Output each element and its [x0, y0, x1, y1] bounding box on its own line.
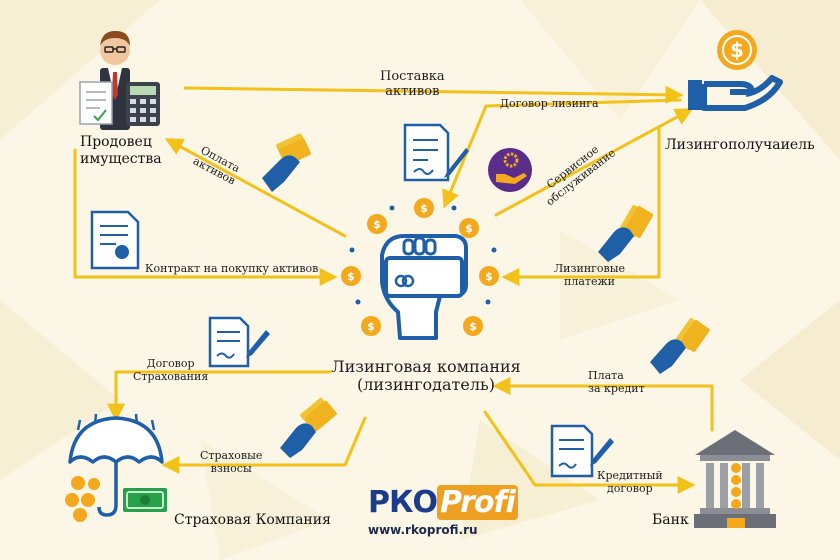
svg-text:$: $ [373, 218, 381, 231]
label-asset-delivery: Поставка активов [380, 69, 445, 99]
label-credit-payment: Плата за кредит [588, 369, 645, 395]
arrow-lease-payments [501, 126, 661, 286]
node-insurer: Страховая Компания [174, 512, 331, 528]
money-hand-icon [262, 133, 311, 192]
money-hand-icon [598, 205, 654, 262]
label-credit-contract: Кредитный договор [597, 469, 663, 495]
card-hand-icon [380, 234, 468, 340]
gear-hand-icon [488, 148, 532, 192]
arrow-lease-contract [442, 98, 682, 209]
label-insurance-fees: Страховые взносы [200, 449, 263, 475]
node-seller: Продовец имущества [80, 134, 162, 167]
label-purchase-contract: Контракт на покупку активов [145, 262, 319, 275]
svg-text:$: $ [469, 320, 477, 333]
umbrella-icon [68, 413, 164, 517]
bank-building-icon [694, 430, 776, 528]
arrow-insurance-fees [161, 416, 367, 474]
brand-url: www.rkoprofi.ru [368, 523, 478, 537]
svg-text:$: $ [367, 320, 375, 333]
arrow-asset-delivery [183, 85, 684, 104]
node-lessee: Лизингополучаиель [665, 137, 815, 153]
label-insurance-contract: Договор Страхования [133, 357, 209, 383]
hand-dollar-icon: $ [688, 30, 783, 111]
banknote-icon [123, 488, 167, 512]
svg-text:$: $ [730, 38, 744, 62]
svg-text:$: $ [485, 270, 493, 283]
svg-text:$: $ [465, 222, 473, 235]
svg-text:$: $ [420, 202, 428, 215]
calculator-icon [126, 82, 160, 126]
contract-pen-icon [208, 316, 270, 368]
svg-text:$: $ [347, 270, 355, 283]
node-bank: Банк [652, 512, 689, 528]
document-icon [79, 81, 113, 125]
money-hand-icon [650, 318, 710, 374]
label-lease-payments: Лизинговые платежи [554, 262, 626, 288]
certificate-icon [90, 210, 140, 270]
arrow-purchase-contract [73, 148, 338, 286]
arrow-payment [164, 138, 347, 238]
money-hand-icon [280, 397, 337, 458]
arrow-credit-payment [492, 377, 714, 432]
arrow-insurance-contract [107, 370, 332, 422]
node-leasing-company: Лизинговая компания (лизингодатель) [331, 357, 521, 395]
arrow-credit-contract [483, 410, 696, 494]
label-lease-contract: Договор лизинга [500, 97, 599, 110]
contract-pen-icon [550, 424, 614, 478]
dollar-coin-icon [65, 476, 100, 522]
contract-pen-icon [403, 123, 469, 182]
